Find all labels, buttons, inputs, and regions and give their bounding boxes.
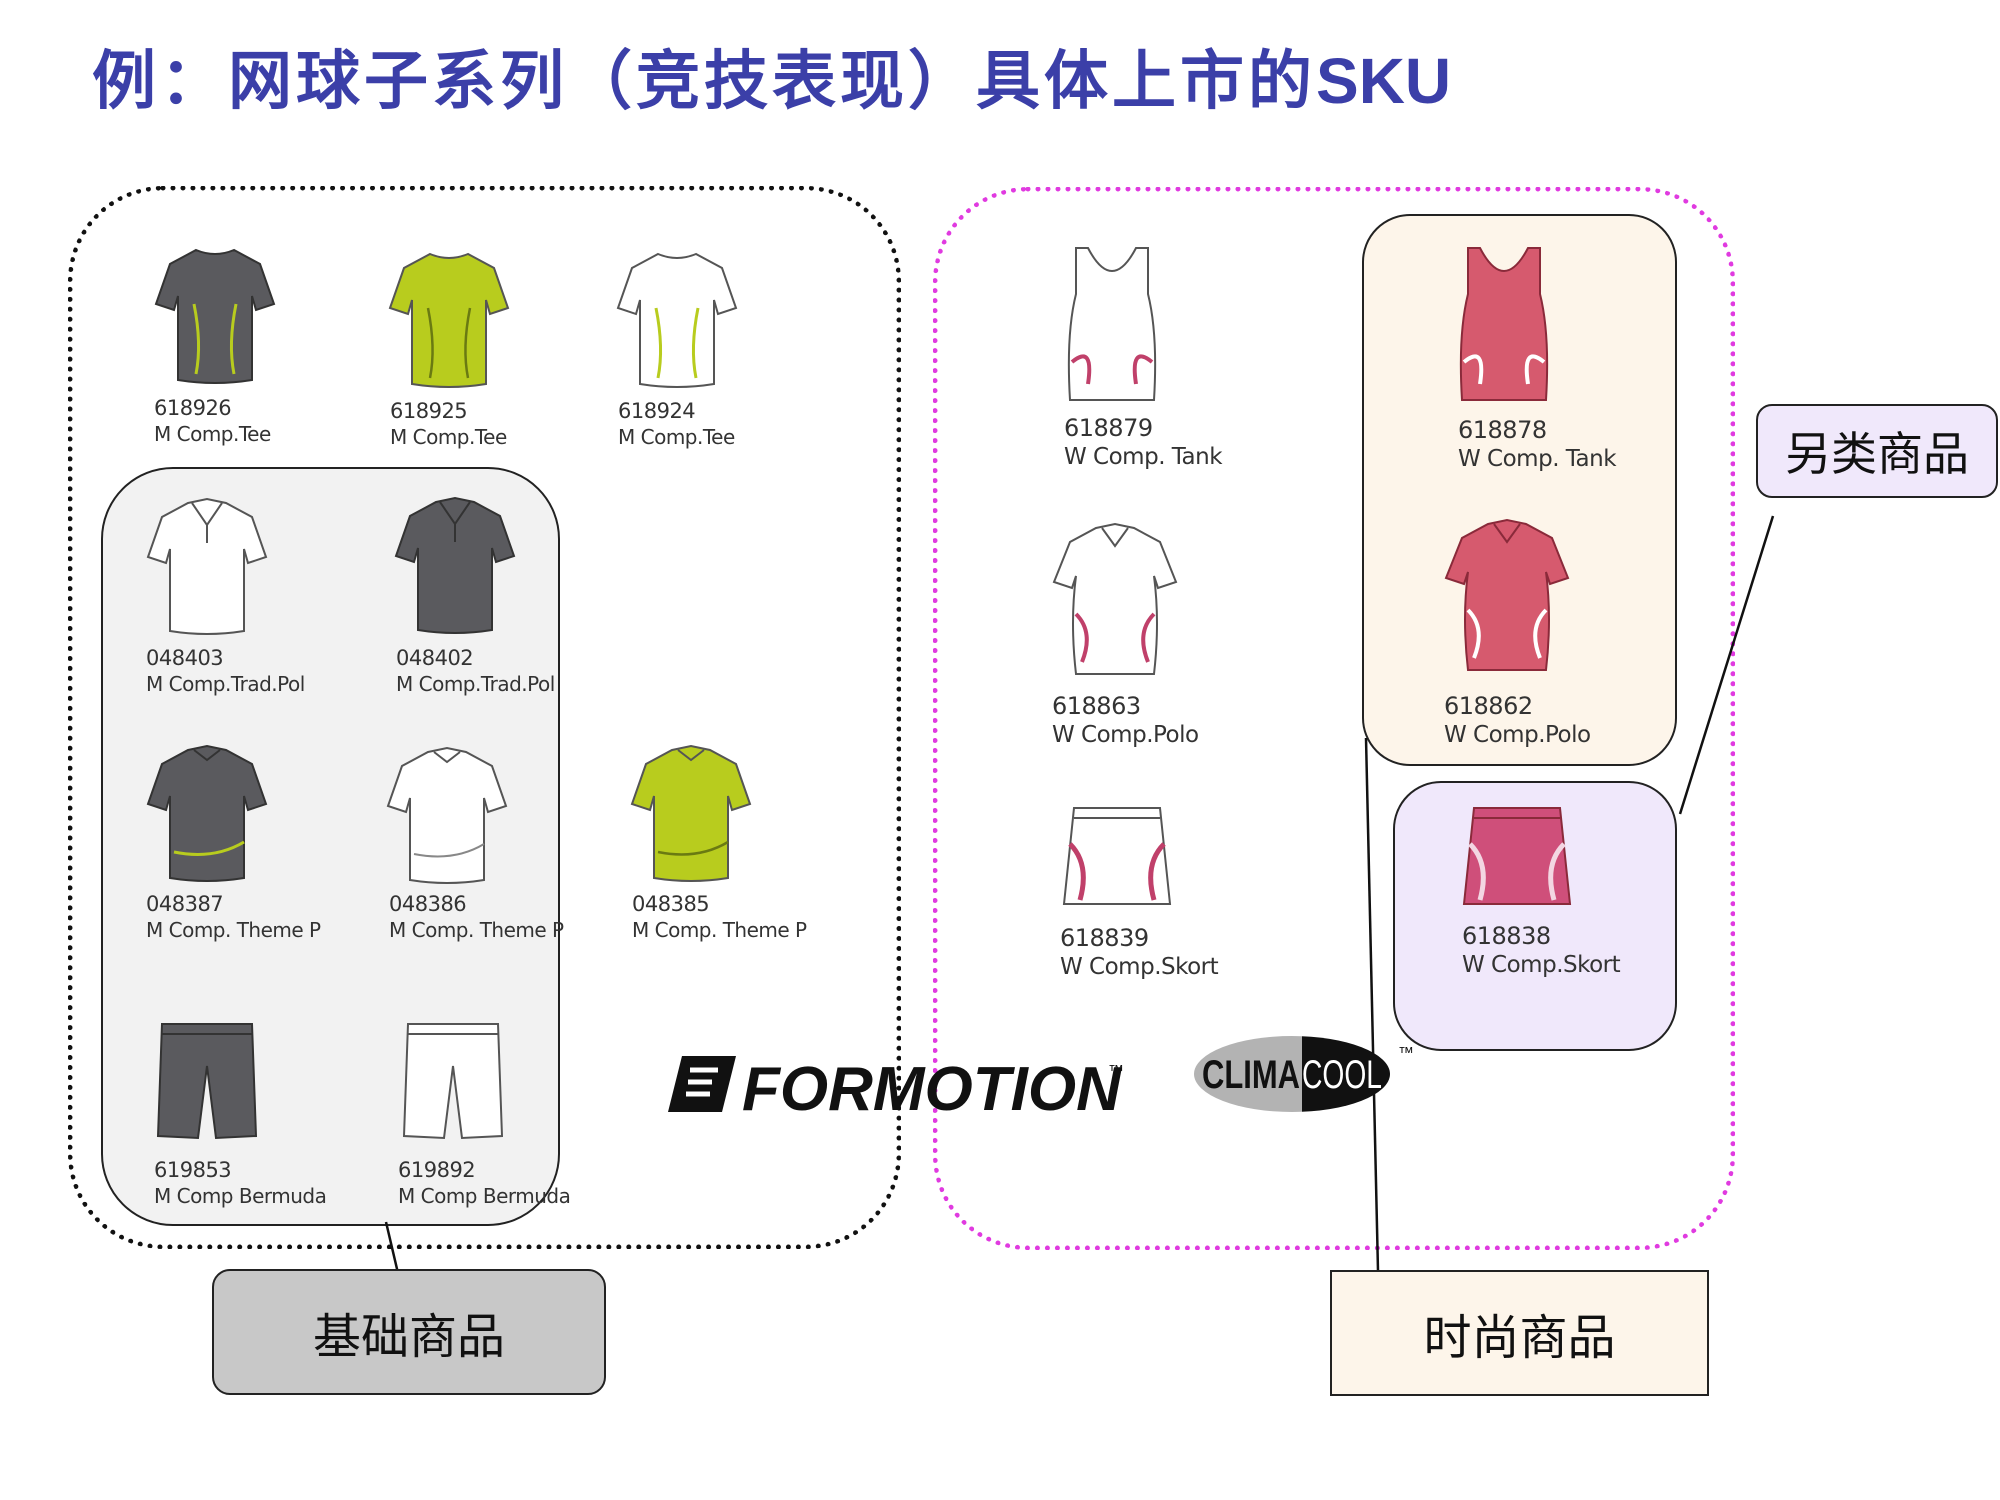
product-image-618863 — [1050, 522, 1180, 680]
climacool-text-right: COOL — [1302, 1053, 1382, 1097]
product-name: W Comp. Tank — [1064, 444, 1223, 470]
product-image-048386 — [384, 744, 510, 886]
product-name: M Comp.Tee — [618, 425, 735, 449]
product-name: M Comp. Theme P — [389, 918, 564, 942]
product-name: M Comp. Theme P — [632, 918, 807, 942]
product-code: 618838 — [1462, 922, 1551, 950]
product-image-619853 — [152, 1018, 262, 1142]
formotion-logo-icon: FORMOTION ™ — [668, 1055, 1124, 1124]
product-code: 618839 — [1060, 924, 1149, 952]
product-code: 618925 — [390, 399, 468, 423]
fashion-products-label: 时尚商品 — [1330, 1270, 1709, 1396]
product-name: M Comp Bermuda — [154, 1184, 327, 1208]
shorts-icon — [402, 1023, 504, 1140]
product-image-619892 — [398, 1018, 508, 1142]
product-code: 618926 — [154, 396, 232, 420]
polo-icon — [1052, 522, 1178, 675]
polo-icon — [630, 744, 752, 882]
page-title: 例：网球子系列（竞技表现）具体上市的SKU — [92, 30, 1451, 122]
climacool-logo: CLIMA COOL ™ — [1190, 1032, 1426, 1120]
product-image-618925 — [386, 248, 512, 390]
formotion-tm: ™ — [1108, 1063, 1124, 1080]
polo-icon — [394, 496, 516, 634]
product-image-048403 — [144, 495, 270, 637]
climacool-text-left: CLIMA — [1202, 1053, 1300, 1097]
basic-products-label: 基础商品 — [212, 1269, 606, 1395]
tank-icon — [1459, 247, 1549, 401]
product-code: 618878 — [1458, 416, 1547, 444]
product-image-618839 — [1060, 804, 1174, 910]
shorts-icon — [156, 1023, 258, 1140]
polo-icon — [386, 746, 508, 884]
product-code: 048385 — [632, 892, 710, 916]
polo-icon — [146, 497, 268, 635]
product-name: M Comp.Tee — [154, 422, 271, 446]
product-code: 618863 — [1052, 692, 1141, 720]
tank-icon — [1067, 247, 1157, 401]
climacool-logo-icon: CLIMA COOL ™ — [1194, 1036, 1414, 1112]
product-code: 048403 — [146, 646, 224, 670]
product-image-618924 — [614, 248, 740, 390]
product-name: W Comp. Tank — [1458, 446, 1617, 472]
skort-icon — [1062, 807, 1172, 905]
product-code: 618924 — [618, 399, 696, 423]
product-image-618862 — [1442, 518, 1572, 676]
formotion-logo: FORMOTION ™ — [668, 1052, 1138, 1126]
product-image-048402 — [392, 494, 518, 636]
product-code: 048386 — [389, 892, 467, 916]
product-name: M Comp.Tee — [390, 425, 507, 449]
product-name: M Comp.Trad.Pol — [396, 672, 555, 696]
product-image-618926 — [152, 244, 278, 386]
product-code: 048402 — [396, 646, 474, 670]
tee-icon — [616, 252, 738, 388]
product-code: 619853 — [154, 1158, 232, 1182]
product-name: W Comp.Polo — [1052, 722, 1199, 748]
product-name: W Comp.Skort — [1462, 952, 1621, 978]
product-code: 618862 — [1444, 692, 1533, 720]
product-code: 619892 — [398, 1158, 476, 1182]
basic-collection-region — [68, 186, 901, 1249]
polo-icon — [1444, 518, 1570, 671]
product-name: M Comp Bermuda — [398, 1184, 571, 1208]
product-code: 048387 — [146, 892, 224, 916]
polo-icon — [146, 744, 268, 882]
product-image-048387 — [144, 742, 270, 884]
product-name: W Comp.Skort — [1060, 954, 1219, 980]
formotion-text: FORMOTION — [742, 1055, 1122, 1122]
tee-icon — [388, 252, 510, 388]
product-image-618878 — [1456, 244, 1552, 404]
product-name: M Comp.Trad.Pol — [146, 672, 305, 696]
title-sku: SKU — [1316, 45, 1452, 117]
product-name: M Comp. Theme P — [146, 918, 321, 942]
alternative-products-label: 另类商品 — [1756, 404, 1998, 498]
title-text: 例：网球子系列（竞技表现）具体上市的 — [92, 44, 1316, 119]
product-name: W Comp.Polo — [1444, 722, 1591, 748]
product-image-618838 — [1460, 804, 1574, 910]
product-image-048385 — [628, 742, 754, 884]
skort-icon — [1462, 807, 1572, 905]
tee-icon — [154, 248, 276, 384]
product-image-618879 — [1064, 244, 1160, 404]
climacool-tm: ™ — [1398, 1045, 1414, 1062]
product-code: 618879 — [1064, 414, 1153, 442]
